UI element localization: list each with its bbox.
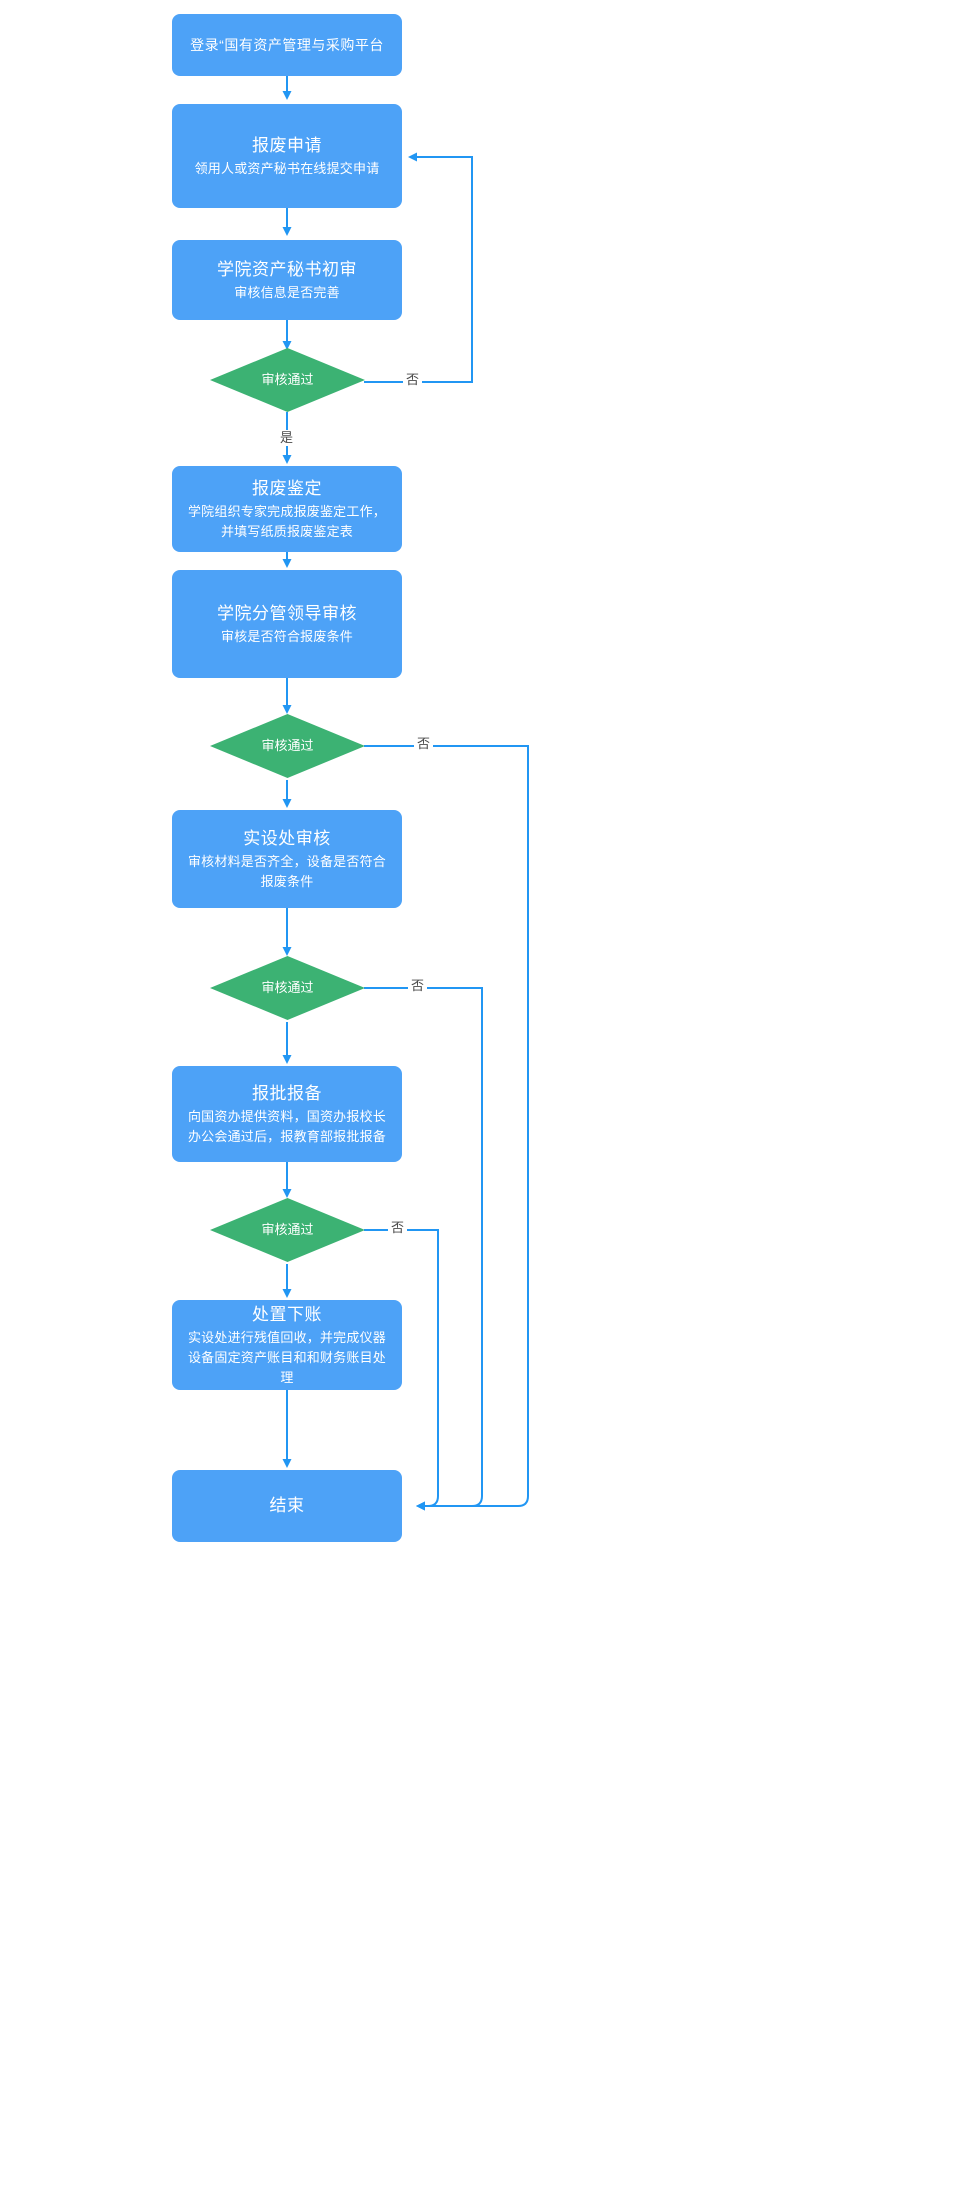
node-decision-4-label: 审核通过 [261,1222,314,1237]
node-appraisal[interactable]: 报废鉴定 学院组织专家完成报废鉴定工作，并填写纸质报废鉴定表 [172,466,402,552]
edge-label-decision3-no: 否 [408,978,428,994]
node-college-leader-review-title: 学院分管领导审核 [217,604,357,623]
node-appraisal-title: 报废鉴定 [252,479,322,498]
edge-label-decision2-no: 否 [414,736,434,752]
node-apply-subtitle: 领用人或资产秘书在线提交申请 [194,161,380,176]
node-start[interactable]: 登录“国有资产管理与采购平台 [172,14,402,76]
node-decision-1[interactable]: 审核通过 [210,348,365,412]
node-college-leader-review[interactable]: 学院分管领导审核 审核是否符合报废条件 [172,570,402,678]
node-secretary-review-title: 学院资产秘书初审 [217,260,357,279]
node-lab-office-review-subtitle: 审核材料是否齐全，设备是否符合报废条件 [187,854,386,889]
node-disposal-subtitle: 实设处进行残值回收，并完成仪器设备固定资产账目和和财务账目处理 [187,1330,386,1385]
edge-label-decision1-yes: 是 [277,430,297,446]
node-decision-3-label: 审核通过 [261,980,314,995]
node-college-leader-review-subtitle: 审核是否符合报废条件 [220,629,353,644]
node-decision-4[interactable]: 审核通过 [210,1198,365,1262]
node-end-title: 结束 [269,1496,305,1515]
edge-label-decision1-no: 否 [403,372,423,388]
node-lab-office-review[interactable]: 实设处审核 审核材料是否齐全，设备是否符合报废条件 [172,810,402,908]
node-lab-office-review-title: 实设处审核 [243,829,331,848]
node-decision-2[interactable]: 审核通过 [210,714,365,778]
node-decision-3[interactable]: 审核通过 [210,956,365,1020]
node-secretary-review[interactable]: 学院资产秘书初审 审核信息是否完善 [172,240,402,320]
node-end[interactable]: 结束 [172,1470,402,1542]
node-disposal-title: 处置下账 [252,1305,322,1324]
node-approval-filing-subtitle: 向国资办提供资料，国资办报校长办公会通过后，报教育部报批报备 [187,1109,386,1144]
node-secretary-review-subtitle: 审核信息是否完善 [234,285,340,300]
node-decision-1-label: 审核通过 [261,372,314,387]
node-appraisal-subtitle: 学院组织专家完成报废鉴定工作，并填写纸质报废鉴定表 [187,504,386,539]
node-start-title: 登录“国有资产管理与采购平台 [190,37,384,53]
node-decision-2-label: 审核通过 [261,738,314,753]
node-apply-title: 报废申请 [252,136,322,155]
node-disposal[interactable]: 处置下账 实设处进行残值回收，并完成仪器设备固定资产账目和和财务账目处理 [172,1300,402,1390]
node-approval-filing-title: 报批报备 [252,1084,322,1103]
edge-label-decision4-no: 否 [388,1220,408,1236]
node-apply[interactable]: 报废申请 领用人或资产秘书在线提交申请 [172,104,402,208]
node-approval-filing[interactable]: 报批报备 向国资办提供资料，国资办报校长办公会通过后，报教育部报批报备 [172,1066,402,1162]
